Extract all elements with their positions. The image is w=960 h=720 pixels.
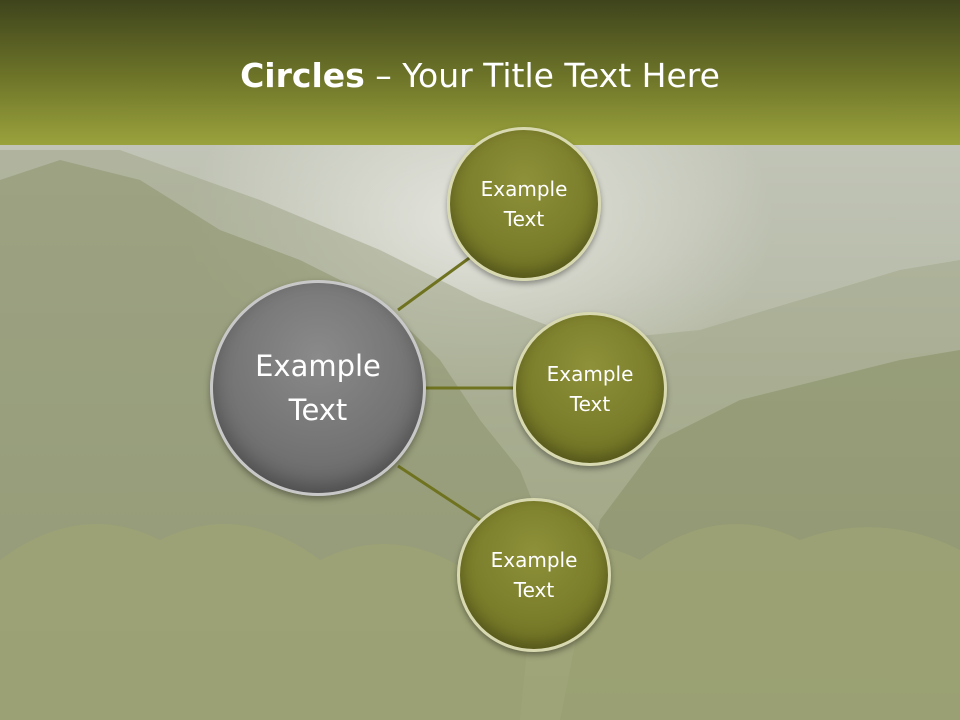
connector-bottom <box>397 464 481 522</box>
slide-title: Circles – Your Title Text Here <box>0 52 960 100</box>
center-circle[interactable]: Example Text <box>210 280 426 496</box>
center-circle-label: Example Text <box>255 349 381 427</box>
title-rest-part: – Your Title Text Here <box>364 56 720 95</box>
node-circle-top[interactable]: Example Text <box>447 127 601 281</box>
node-circle-label: Example Text <box>546 362 634 416</box>
node-circle-middle[interactable]: Example Text <box>513 312 667 466</box>
title-bar: Circles – Your Title Text Here <box>0 0 960 145</box>
node-circle-bottom[interactable]: Example Text <box>457 498 611 652</box>
node-circle-label: Example Text <box>490 548 578 602</box>
title-bold-part: Circles <box>240 56 365 95</box>
node-circle-label: Example Text <box>480 177 568 231</box>
connector-top <box>397 254 473 312</box>
